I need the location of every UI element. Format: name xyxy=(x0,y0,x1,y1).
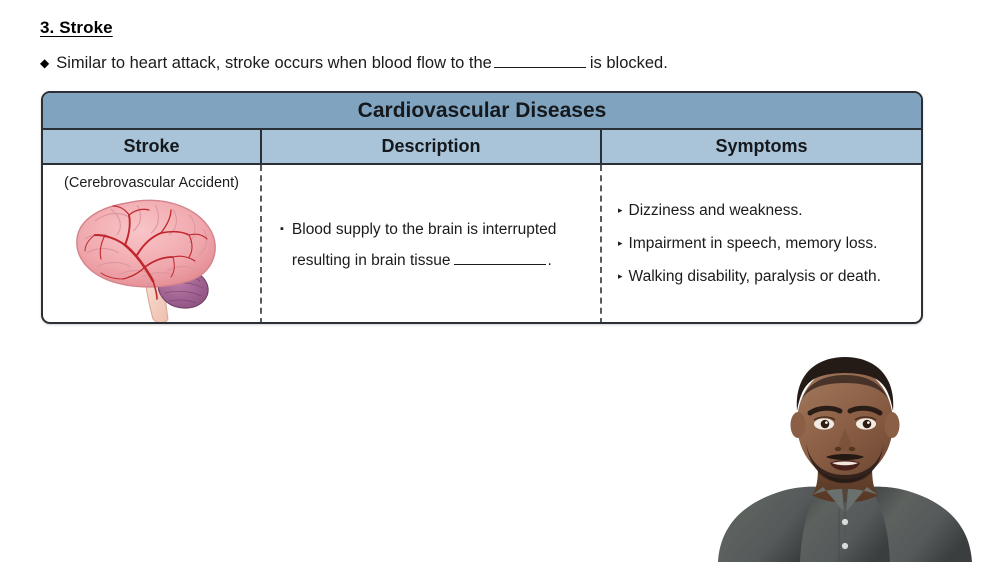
symptom-text: Dizziness and weakness. xyxy=(628,202,803,219)
table-row: (Cerebrovascular Accident) xyxy=(43,165,921,322)
fill-in-blank-line xyxy=(493,54,586,68)
list-item: ▸ Dizziness and weakness. xyxy=(618,195,911,228)
diamond-bullet-icon: ◆ xyxy=(40,56,50,70)
column-header-description: Description xyxy=(262,130,602,163)
table-title: Cardiovascular Diseases xyxy=(357,98,607,122)
cerebrovascular-accident-label: (Cerebrovascular Accident) xyxy=(64,175,239,191)
description-body: Blood supply to the brain is interrupted… xyxy=(292,214,586,276)
table-header-row: Stroke Description Symptoms xyxy=(43,130,921,165)
triangle-bullet-icon: ▸ xyxy=(618,271,623,281)
column-header-stroke: Stroke xyxy=(43,130,262,163)
square-bullet-icon: ▪ xyxy=(280,222,284,235)
table-title-row: Cardiovascular Diseases xyxy=(43,93,921,130)
column-header-symptoms: Symptoms xyxy=(715,136,808,156)
lead-bullet-line: ◆ Similar to heart attack, stroke occurs… xyxy=(40,54,668,73)
cardiovascular-diseases-table: Cardiovascular Diseases Stroke Descripti… xyxy=(41,91,923,324)
presenter-video-overlay xyxy=(690,337,1000,562)
cell-stroke: (Cerebrovascular Accident) xyxy=(43,165,262,322)
triangle-bullet-icon: ▸ xyxy=(618,205,623,215)
symptom-text: Walking disability, paralysis or death. xyxy=(628,268,881,285)
brain-illustration xyxy=(67,193,237,322)
symptom-text: Impairment in speech, memory loss. xyxy=(628,235,878,252)
description-text-block: ▪ Blood supply to the brain is interrupt… xyxy=(262,214,600,276)
page-title: 3. Stroke xyxy=(40,18,113,37)
lead-text-before: Similar to heart attack, stroke occurs w… xyxy=(56,54,492,72)
triangle-bullet-icon: ▸ xyxy=(618,238,623,248)
list-item: ▸ Walking disability, paralysis or death… xyxy=(618,261,911,294)
cell-symptoms: ▸ Dizziness and weakness. ▸ Impairment i… xyxy=(602,165,921,322)
list-item: ▸ Impairment in speech, memory loss. xyxy=(618,228,911,261)
description-text-after: . xyxy=(547,251,552,269)
lead-text-after: is blocked. xyxy=(589,54,668,72)
symptoms-list: ▸ Dizziness and weakness. ▸ Impairment i… xyxy=(602,195,921,294)
cell-description: ▪ Blood supply to the brain is interrupt… xyxy=(262,165,602,322)
description-text-before: Blood supply to the brain is interrupted… xyxy=(291,220,557,269)
fill-in-blank-line xyxy=(454,252,547,265)
